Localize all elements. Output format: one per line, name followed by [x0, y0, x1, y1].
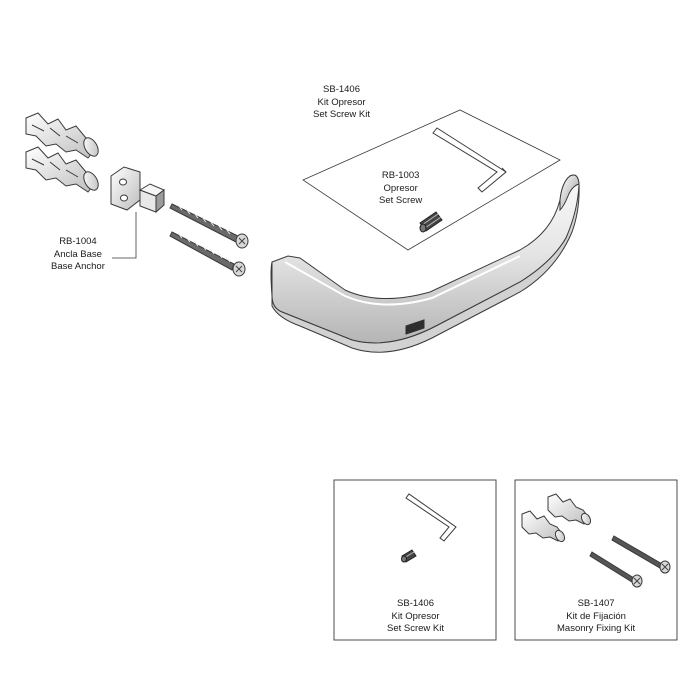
kit-code: SB-1406	[397, 598, 434, 609]
callout-spanish: Ancla Base	[53, 248, 102, 260]
wall-plug-1	[25, 112, 99, 159]
hex-key-kit	[405, 493, 457, 542]
kit-code: SB-1407	[577, 598, 615, 609]
masonry-fixing-kit-box	[514, 479, 678, 641]
kit-label-masonry-fixing: SB-1407 Kit de Fijación Masonry Fixing K…	[556, 598, 637, 636]
set-screw-kit-item	[401, 549, 417, 563]
callout-english: Set Screw Kit	[313, 109, 371, 120]
wall-plug-2	[25, 146, 99, 193]
callout-base-anchor: RB-1004 Ancla Base Base Anchor	[50, 236, 106, 274]
holder-body	[270, 174, 580, 353]
kit-wood-screw-1	[611, 535, 671, 574]
kit-wall-plug-1	[547, 493, 592, 526]
callout-spanish: Opresor	[383, 182, 418, 194]
kit-wall-plug-2	[521, 510, 566, 543]
set-screw	[419, 211, 443, 233]
base-anchor-leader	[112, 212, 137, 259]
wood-screw-2	[169, 231, 246, 277]
wood-screw-1	[169, 203, 249, 249]
callout-code: RB-1003	[381, 170, 420, 181]
kit-english: Set Screw Kit	[387, 623, 445, 634]
kit-spanish: Kit Opresor	[391, 610, 440, 622]
kit-wood-screw-2	[589, 551, 643, 588]
kit-spanish: Kit de Fijación	[566, 610, 626, 622]
callout-code: RB-1004	[59, 236, 97, 247]
callout-set-screw-kit-top: SB-1406 Kit Opresor Set Screw Kit	[312, 84, 372, 122]
kit-label-set-screw: SB-1406 Kit Opresor Set Screw Kit	[386, 598, 446, 636]
hex-key	[432, 127, 507, 193]
callout-spanish: Kit Opresor	[317, 96, 366, 108]
set-screw-kit-box	[333, 479, 497, 641]
callout-english: Set Screw	[379, 195, 423, 206]
base-anchor	[110, 166, 165, 214]
callout-english: Base Anchor	[51, 261, 105, 272]
callout-code: SB-1406	[323, 84, 360, 95]
kit-english: Masonry Fixing Kit	[557, 623, 636, 634]
set-screw-kit-frame	[302, 109, 561, 251]
callout-set-screw: RB-1003 Opresor Set Screw	[378, 170, 424, 208]
